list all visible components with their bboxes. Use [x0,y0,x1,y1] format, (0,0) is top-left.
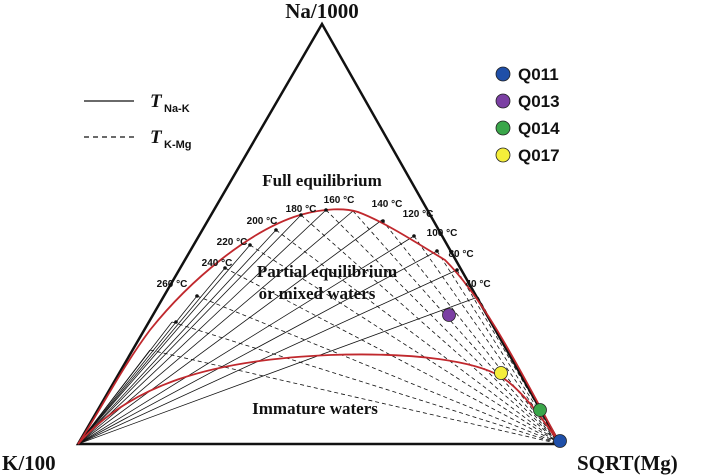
line-legend: T Na-K T K-Mg [84,91,192,151]
legend-label-q013: Q013 [518,92,560,111]
sample-point-q013 [442,308,456,322]
temperature-marker [248,243,252,247]
temperature-label: 80 °C [448,249,473,260]
na-k-isotherm-line [77,209,327,445]
legend-marker-q014 [495,120,511,136]
legend-label-q014: Q014 [518,119,560,138]
temperature-label: 140 °C [372,199,403,210]
region-immature-waters: Immature waters [252,399,378,418]
legend-dashed-t: T [150,127,163,148]
k-mg-isotherm-line [275,229,561,445]
legend-label-q017: Q017 [518,146,560,165]
temperature-marker [223,266,227,270]
temperature-label: 120 °C [403,209,434,220]
na-k-isotherm-line [77,267,226,445]
legend-dashed-subscript: K-Mg [164,139,192,151]
na-k-isotherm-line [77,250,438,445]
temperature-marker [455,268,459,272]
temperature-label: 240 °C [202,258,233,269]
na-k-isotherm-line [77,269,458,445]
temperature-marker [174,320,178,324]
vertex-label-left: K/100 [2,451,56,475]
temperature-label: 180 °C [286,204,317,215]
na-k-isotherm-line [77,219,383,445]
k-mg-isotherm-line [352,210,561,445]
temperature-marker [274,228,278,232]
na-k-isotherm-line [77,321,173,445]
temperature-label: 160 °C [324,195,355,206]
k-mg-isotherm-line [196,295,561,445]
na-k-isotherms [77,209,479,445]
full-equilibrium-curve [77,208,561,445]
region-partial-equilibrium-line2: or mixed waters [259,284,376,303]
temperature-marker [412,234,416,238]
temperature-marker [381,219,385,223]
legend-solid-subscript: Na-K [164,103,190,115]
k-mg-isotherm-line [224,267,561,445]
na-k-isotherm-line [77,214,302,445]
legend-marker-q013 [495,93,511,109]
k-mg-isotherm-line [249,244,561,445]
k-mg-isotherm-line [300,214,561,445]
region-full-equilibrium: Full equilibrium [262,171,382,190]
k-mg-isotherm-line [171,321,561,445]
na-k-isotherm-line [77,296,479,445]
na-k-isotherm-line [77,229,277,445]
temperature-label: 100 °C [427,228,458,239]
sample-points [442,308,567,448]
sample-point-q011 [553,434,567,448]
k-mg-isotherm-line [325,209,561,445]
region-partial-equilibrium-line1: Partial equilibrium [257,262,397,281]
k-mg-isotherm-line [456,269,561,445]
legend-marker-q017 [495,147,511,163]
sample-point-q017 [494,366,508,380]
na-k-isotherm-line [77,244,251,445]
na-k-isotherm-line [77,235,415,445]
legend-label-q011: Q011 [518,65,559,84]
temperature-marker [299,213,303,217]
temperature-label: 220 °C [217,237,248,248]
legend-solid-t: T [150,91,163,112]
vertex-label-right: SQRT(Mg) [577,451,678,475]
temperature-label: 200 °C [247,216,278,227]
temperature-marker [435,249,439,253]
temperature-label: 260 °C [157,279,188,290]
sample-point-q014 [533,403,547,417]
immature-boundary-curve [77,353,561,445]
k-mg-isotherm-line [381,219,561,445]
k-mg-isotherm-line [149,349,561,445]
temperature-marker [324,208,328,212]
ternary-triangle [75,21,563,446]
temperature-labels: 260 °C 240 °C 220 °C 200 °C 180 °C 160 °C 140 … [157,195,491,324]
temperature-marker [195,294,199,298]
legend-marker-q011 [495,66,511,82]
vertex-label-top: Na/1000 [285,0,359,23]
temperature-label: 40 °C [465,279,490,290]
